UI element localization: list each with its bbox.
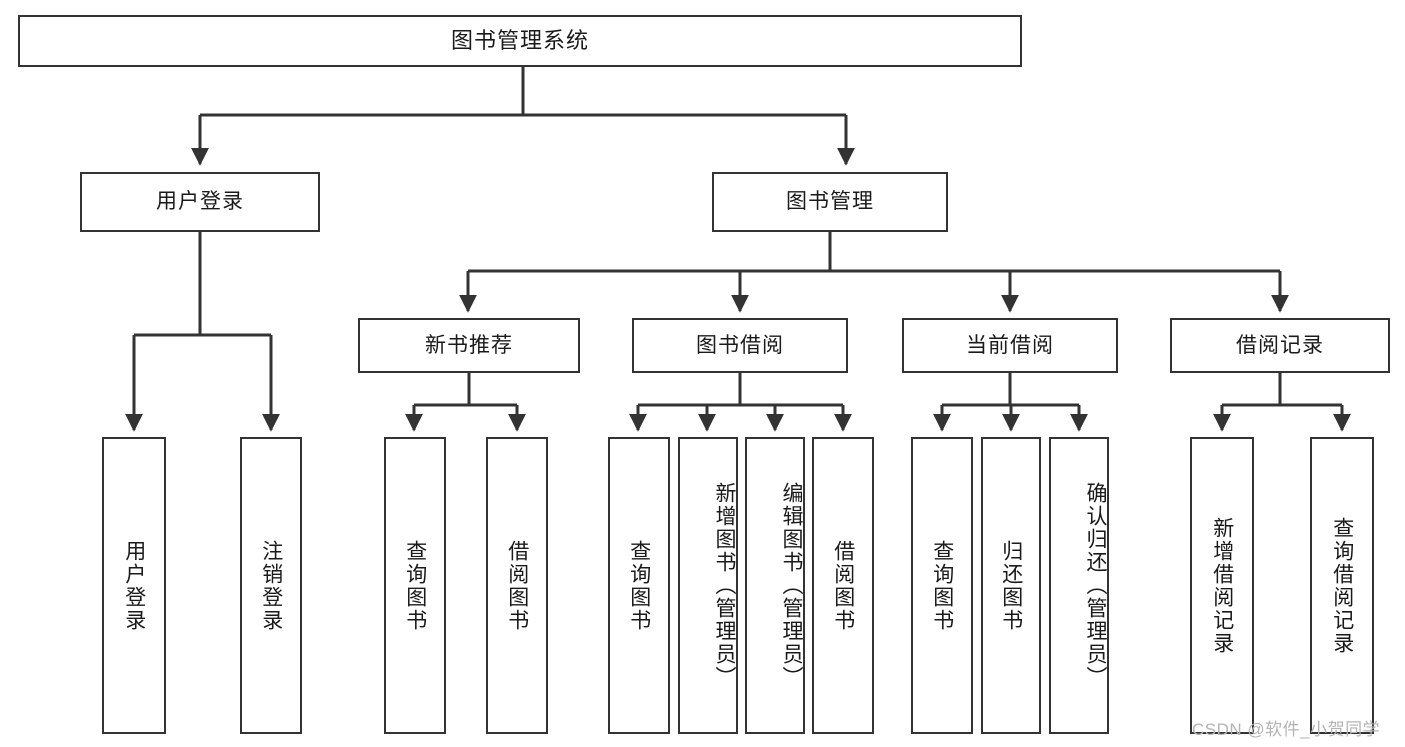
- node-leaf-add-borrow-record[interactable]: 新增借阅记录: [1190, 437, 1254, 734]
- node-leaf-query-book-borrow[interactable]: 查询图书: [608, 437, 670, 734]
- node-leaf-return-book[interactable]: 归还图书: [981, 437, 1041, 734]
- node-leaf-edit-book-admin[interactable]: 编辑图书（管理员）: [745, 437, 805, 734]
- node-leaf-logout[interactable]: 注销登录: [240, 437, 302, 734]
- node-leaf-user-login[interactable]: 用户登录: [102, 437, 166, 734]
- csdn-watermark: CSDN @软件_小贺同学: [1192, 720, 1381, 739]
- node-book-borrow[interactable]: 图书借阅: [632, 318, 848, 373]
- node-leaf-add-book-admin[interactable]: 新增图书（管理员）: [678, 437, 738, 734]
- node-leaf-query-book-current[interactable]: 查询图书: [911, 437, 973, 734]
- node-current-borrow[interactable]: 当前借阅: [902, 318, 1118, 373]
- node-borrow-record[interactable]: 借阅记录: [1170, 318, 1390, 373]
- node-leaf-query-book-recommend[interactable]: 查询图书: [384, 437, 446, 734]
- node-book-management[interactable]: 图书管理: [712, 172, 948, 232]
- node-user-login[interactable]: 用户登录: [80, 172, 320, 232]
- node-leaf-borrow-book[interactable]: 借阅图书: [812, 437, 874, 734]
- node-new-book-recommend[interactable]: 新书推荐: [358, 318, 580, 373]
- node-root-system[interactable]: 图书管理系统: [18, 15, 1022, 67]
- node-leaf-borrow-book-recommend[interactable]: 借阅图书: [486, 437, 548, 734]
- node-leaf-query-borrow-record[interactable]: 查询借阅记录: [1310, 437, 1374, 734]
- node-leaf-confirm-return-admin[interactable]: 确认归还（管理员）: [1049, 437, 1109, 734]
